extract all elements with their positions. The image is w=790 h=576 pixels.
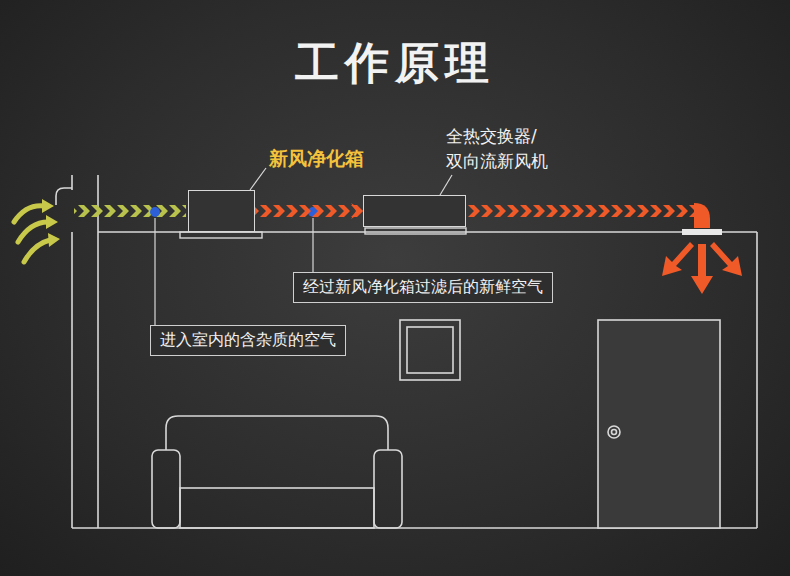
device-label: 全热交换器/ 双向流新风机 [446,124,554,173]
exchanger-mount [365,228,466,234]
fresh-air-duct [468,203,698,219]
outside-air-duct [74,203,186,219]
picture-frame [400,320,460,380]
purifier-mount [180,232,262,238]
purifier-box: 新风净化箱 [188,190,255,232]
house-outline [56,175,757,528]
device-label: 新风净化箱 [269,145,364,173]
callout-text: 经过新风净化箱过滤后的新鲜空气 [303,277,543,298]
air-flow-connector [255,203,363,219]
callout-box: 进入室内的含杂质的空气 [150,325,346,356]
heat-exchanger-box: 全热交换器/ 双向流新风机 [363,195,466,227]
incoming-air-arrows [14,206,50,262]
supply-air-arrows [662,242,742,294]
callout-text: 进入室内的含杂质的空气 [160,330,336,351]
sample-dot [150,207,160,217]
title: 工作原理 [0,34,790,93]
duct-elbow [694,203,710,228]
air-vent [682,229,722,235]
door [598,320,720,528]
incoming-air-heads [42,199,60,247]
callout-box: 经过新风净化箱过滤后的新鲜空气 [293,272,553,303]
sofa [152,416,402,528]
